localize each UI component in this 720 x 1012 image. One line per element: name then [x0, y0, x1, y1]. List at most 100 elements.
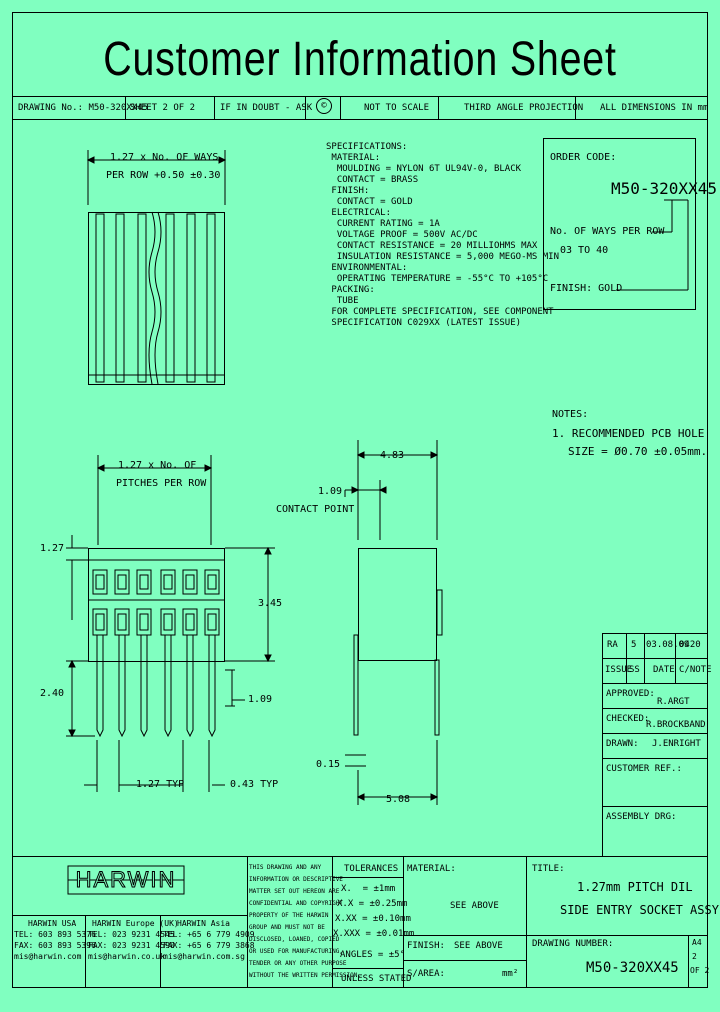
- legal-line: WITHOUT THE WRITTEN PERMISSION.: [249, 972, 361, 979]
- spec-line: ENVIRONMENTAL:: [326, 263, 408, 273]
- legal-line: THIS DRAWING AND ANY: [249, 864, 322, 871]
- revision-ss: 5: [631, 640, 637, 650]
- office-email[interactable]: mis@harwin.com: [14, 952, 82, 961]
- office-email[interactable]: mis@harwin.co.uk: [88, 952, 166, 961]
- dim-label: 5.08: [386, 794, 411, 805]
- spec-line: OPERATING TEMPERATURE = -55°C TO +105°C: [326, 274, 549, 284]
- dim-label: 1.09: [318, 486, 343, 497]
- drawing-title-line: SIDE ENTRY SOCKET ASSY: [560, 903, 719, 917]
- ways-range: 03 TO 40: [560, 245, 609, 256]
- office-name: HARWIN Asia: [177, 919, 230, 928]
- sheet-label: SHEET 2 OF 2: [130, 103, 196, 113]
- office-name: HARWIN Europe (UK): [92, 919, 179, 928]
- office-europe: HARWIN Europe (UK) TEL: 023 9231 4545 FA…: [88, 918, 179, 962]
- customer-ref-label: CUSTOMER REF.:: [606, 764, 682, 774]
- sheet-number: 2: [692, 952, 697, 961]
- revision-issue-label: ISSUE: [605, 665, 633, 675]
- dimensions-label: ALL DIMENSIONS IN mm: [600, 103, 709, 113]
- dim-label: 0.15: [316, 759, 341, 770]
- tolerance-line: X. = ±1mm: [341, 884, 396, 894]
- dim-label: 0.43 TYP: [230, 779, 279, 790]
- legal-line: INFORMATION OR DESCRIPTIVE: [249, 876, 343, 883]
- harwin-logo-text: HARWIN: [75, 867, 177, 893]
- spec-line: MOULDING = NYLON 6T UL94V-0, BLACK: [326, 164, 522, 174]
- note-line: 1. RECOMMENDED PCB HOLE: [552, 427, 705, 440]
- office-asia: HARWIN Asia TEL: +65 6 779 4909 FAX: +65…: [163, 918, 255, 962]
- area-label: S/AREA:: [407, 969, 445, 979]
- spec-line: ELECTRICAL:: [326, 208, 392, 218]
- copyright-icon: ©: [316, 98, 332, 114]
- specifications-block: SPECIFICATIONS: MATERIAL: MOULDING = NYL…: [326, 142, 559, 329]
- assembly-drg-label: ASSEMBLY DRG:: [606, 812, 677, 822]
- spec-line: CONTACT = BRASS: [326, 175, 419, 185]
- office-email[interactable]: mis@harwin.com.sg: [163, 952, 245, 961]
- finish-option: FINISH: GOLD: [550, 283, 623, 294]
- legal-line: CONFIDENTIAL AND COPYRIGHT: [249, 900, 343, 907]
- dim-label: 3.45: [258, 598, 283, 609]
- revision-row: RA 5 03.08.09 0420: [603, 634, 708, 658]
- harwin-logo: [67, 865, 185, 895]
- drawing-title-line: 1.27mm PITCH DIL: [577, 880, 693, 894]
- legal-line: DISCLOSED, LOANED, COPIED: [249, 936, 340, 943]
- order-code-label: ORDER CODE:: [550, 152, 617, 163]
- office-fax: FAX: +65 6 779 3868: [163, 941, 255, 950]
- tolerance-line: X.XX = ±0.10mm: [335, 914, 411, 924]
- office-name: HARWIN USA: [28, 919, 77, 928]
- spec-line: SPECIFICATIONS:: [326, 142, 408, 152]
- tolerances-title: TOLERANCES: [344, 864, 399, 874]
- revision-cnote: 0420: [679, 640, 701, 650]
- area-unit: mm²: [502, 969, 519, 979]
- checked-value: R.BROCKBAND: [646, 720, 706, 730]
- office-usa: HARWIN USA TEL: 603 893 5376 FAX: 603 89…: [14, 918, 96, 962]
- scale-label: NOT TO SCALE: [364, 103, 430, 113]
- sheet-of: OF 2: [690, 966, 710, 975]
- approved-label: APPROVED:: [606, 689, 655, 699]
- legal-line: PROPERTY OF THE HARWIN: [249, 912, 329, 919]
- dim-label: 1.27: [40, 543, 65, 554]
- dim-top-formula: 1.27 x No. OF WAYS: [110, 152, 219, 163]
- note-line: SIZE = Ø0.70 ±0.05mm.: [568, 445, 708, 458]
- spec-line: INSULATION RESISTANCE = 5,000 MEGO-MS MI…: [326, 252, 559, 262]
- ways-label: No. OF WAYS PER ROW: [550, 226, 665, 237]
- legal-line: TENDER OR ANY OTHER PURPOSE: [249, 960, 347, 967]
- dim-label: 2.40: [40, 688, 65, 699]
- office-tel: TEL: 603 893 5376: [14, 930, 96, 939]
- checked-label: CHECKED:: [606, 714, 650, 724]
- spec-line: PACKING:: [326, 285, 375, 295]
- office-tel: TEL: +65 6 779 4909: [163, 930, 255, 939]
- legal-line: GROUP AND MUST NOT BE: [249, 924, 325, 931]
- dim-label: 4.83: [380, 450, 405, 461]
- spec-line: VOLTAGE PROOF = 500V AC/DC: [326, 230, 478, 240]
- page-title: Customer Information Sheet: [103, 33, 617, 86]
- revision-cnote-label: C/NOTE: [679, 665, 712, 675]
- revision-labels: ISSUE SS DATE C/NOTE: [603, 659, 712, 683]
- office-fax: FAX: 603 893 5396: [14, 941, 96, 950]
- spec-line: SPECIFICATION C029XX (LATEST ISSUE): [326, 318, 522, 328]
- spec-line: FINISH:: [326, 186, 370, 196]
- material-label: MATERIAL:: [407, 864, 456, 874]
- order-code-value: M50-320XX45: [611, 179, 717, 198]
- office-fax: FAX: 023 9231 4590: [88, 941, 175, 950]
- unless-stated: UNLESS STATED: [341, 974, 412, 984]
- tolerance-line: ANGLES = ±5°: [340, 950, 406, 960]
- revision-date-label: DATE: [653, 665, 675, 675]
- drawn-value: J.ENRIGHT: [652, 739, 701, 749]
- approved-value: R.ARGT: [657, 697, 690, 707]
- dim-label: 1.27 TYP: [136, 779, 185, 790]
- paper-size: A4: [692, 938, 702, 947]
- dim-top-formula: PER ROW +0.50 ±0.30: [106, 170, 221, 181]
- drawing-number: M50-320XX45: [586, 960, 679, 976]
- drawing-number-label: DRAWING NUMBER:: [532, 939, 614, 949]
- dim-label: 1.09: [248, 694, 273, 705]
- legal-notice: THIS DRAWING AND ANY INFORMATION OR DESC…: [249, 862, 361, 982]
- finish-value: SEE ABOVE: [454, 941, 503, 951]
- dim-mid-formula: PITCHES PER ROW: [116, 478, 207, 489]
- finish-label: FINISH:: [407, 941, 445, 951]
- legal-line: OR USED FOR MANUFACTURING,: [249, 948, 343, 955]
- spec-line: MATERIAL:: [326, 153, 381, 163]
- drawn-label: DRAWN:: [606, 739, 639, 749]
- spec-line: CURRENT RATING = 1A: [326, 219, 440, 229]
- drawing-no-label: DRAWING No.: M50-320XX45: [18, 103, 149, 113]
- spec-line: TUBE: [326, 296, 359, 306]
